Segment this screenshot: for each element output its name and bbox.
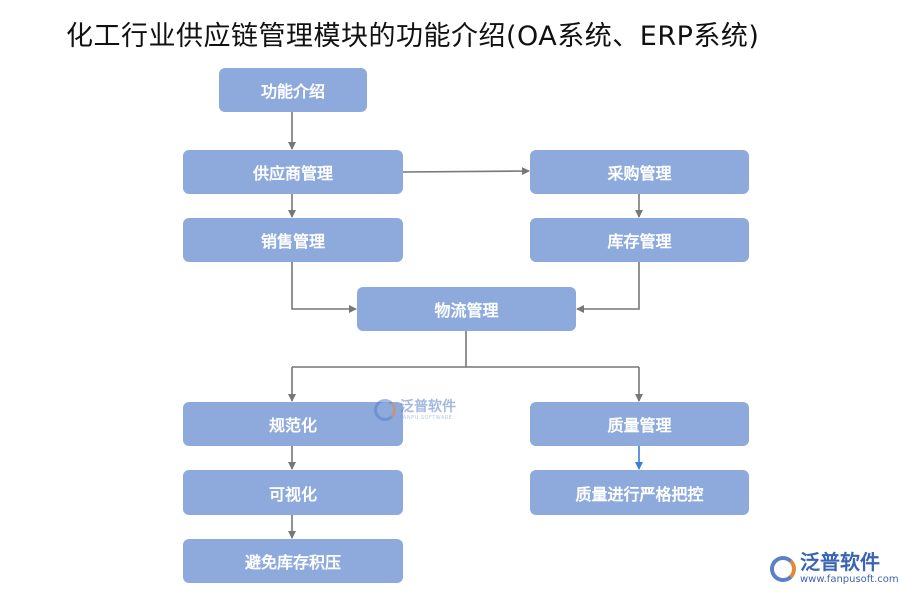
fanpu-logo-icon [770, 555, 796, 582]
edge-inventory-logistics [576, 262, 640, 313]
node-intro: 功能介绍 [219, 68, 367, 112]
node-logistics: 物流管理 [357, 287, 576, 331]
node-inventory: 库存管理 [530, 218, 749, 262]
watermark-center-brand: 泛普软件 [400, 398, 456, 415]
watermark-corner-brand: 泛普软件 [800, 550, 880, 574]
edge-supplier-purchase [402, 167, 530, 176]
fanpu-logo-icon [374, 399, 396, 421]
diagram-title: 化工行业供应链管理模块的功能介绍(OA系统、ERP系统) [66, 21, 760, 52]
node-standardize: 规范化 [183, 402, 403, 446]
edge-sales-logistics [291, 262, 357, 313]
watermark-center: 泛普软件 FANPU SOFTWARE [374, 399, 456, 421]
node-quality: 质量管理 [530, 402, 749, 446]
watermark-corner: 泛普软件 www.fanpusoft.com [770, 552, 899, 585]
node-supplier: 供应商管理 [183, 150, 403, 194]
node-purchase: 采购管理 [530, 150, 749, 194]
watermark-corner-url: www.fanpusoft.com [800, 574, 899, 585]
node-visualize: 可视化 [183, 470, 403, 515]
node-quality-control: 质量进行严格把控 [530, 470, 749, 515]
node-avoid-backlog: 避免库存积压 [183, 539, 403, 583]
watermark-center-en: FANPU SOFTWARE [400, 414, 453, 421]
node-sales: 销售管理 [183, 218, 403, 262]
